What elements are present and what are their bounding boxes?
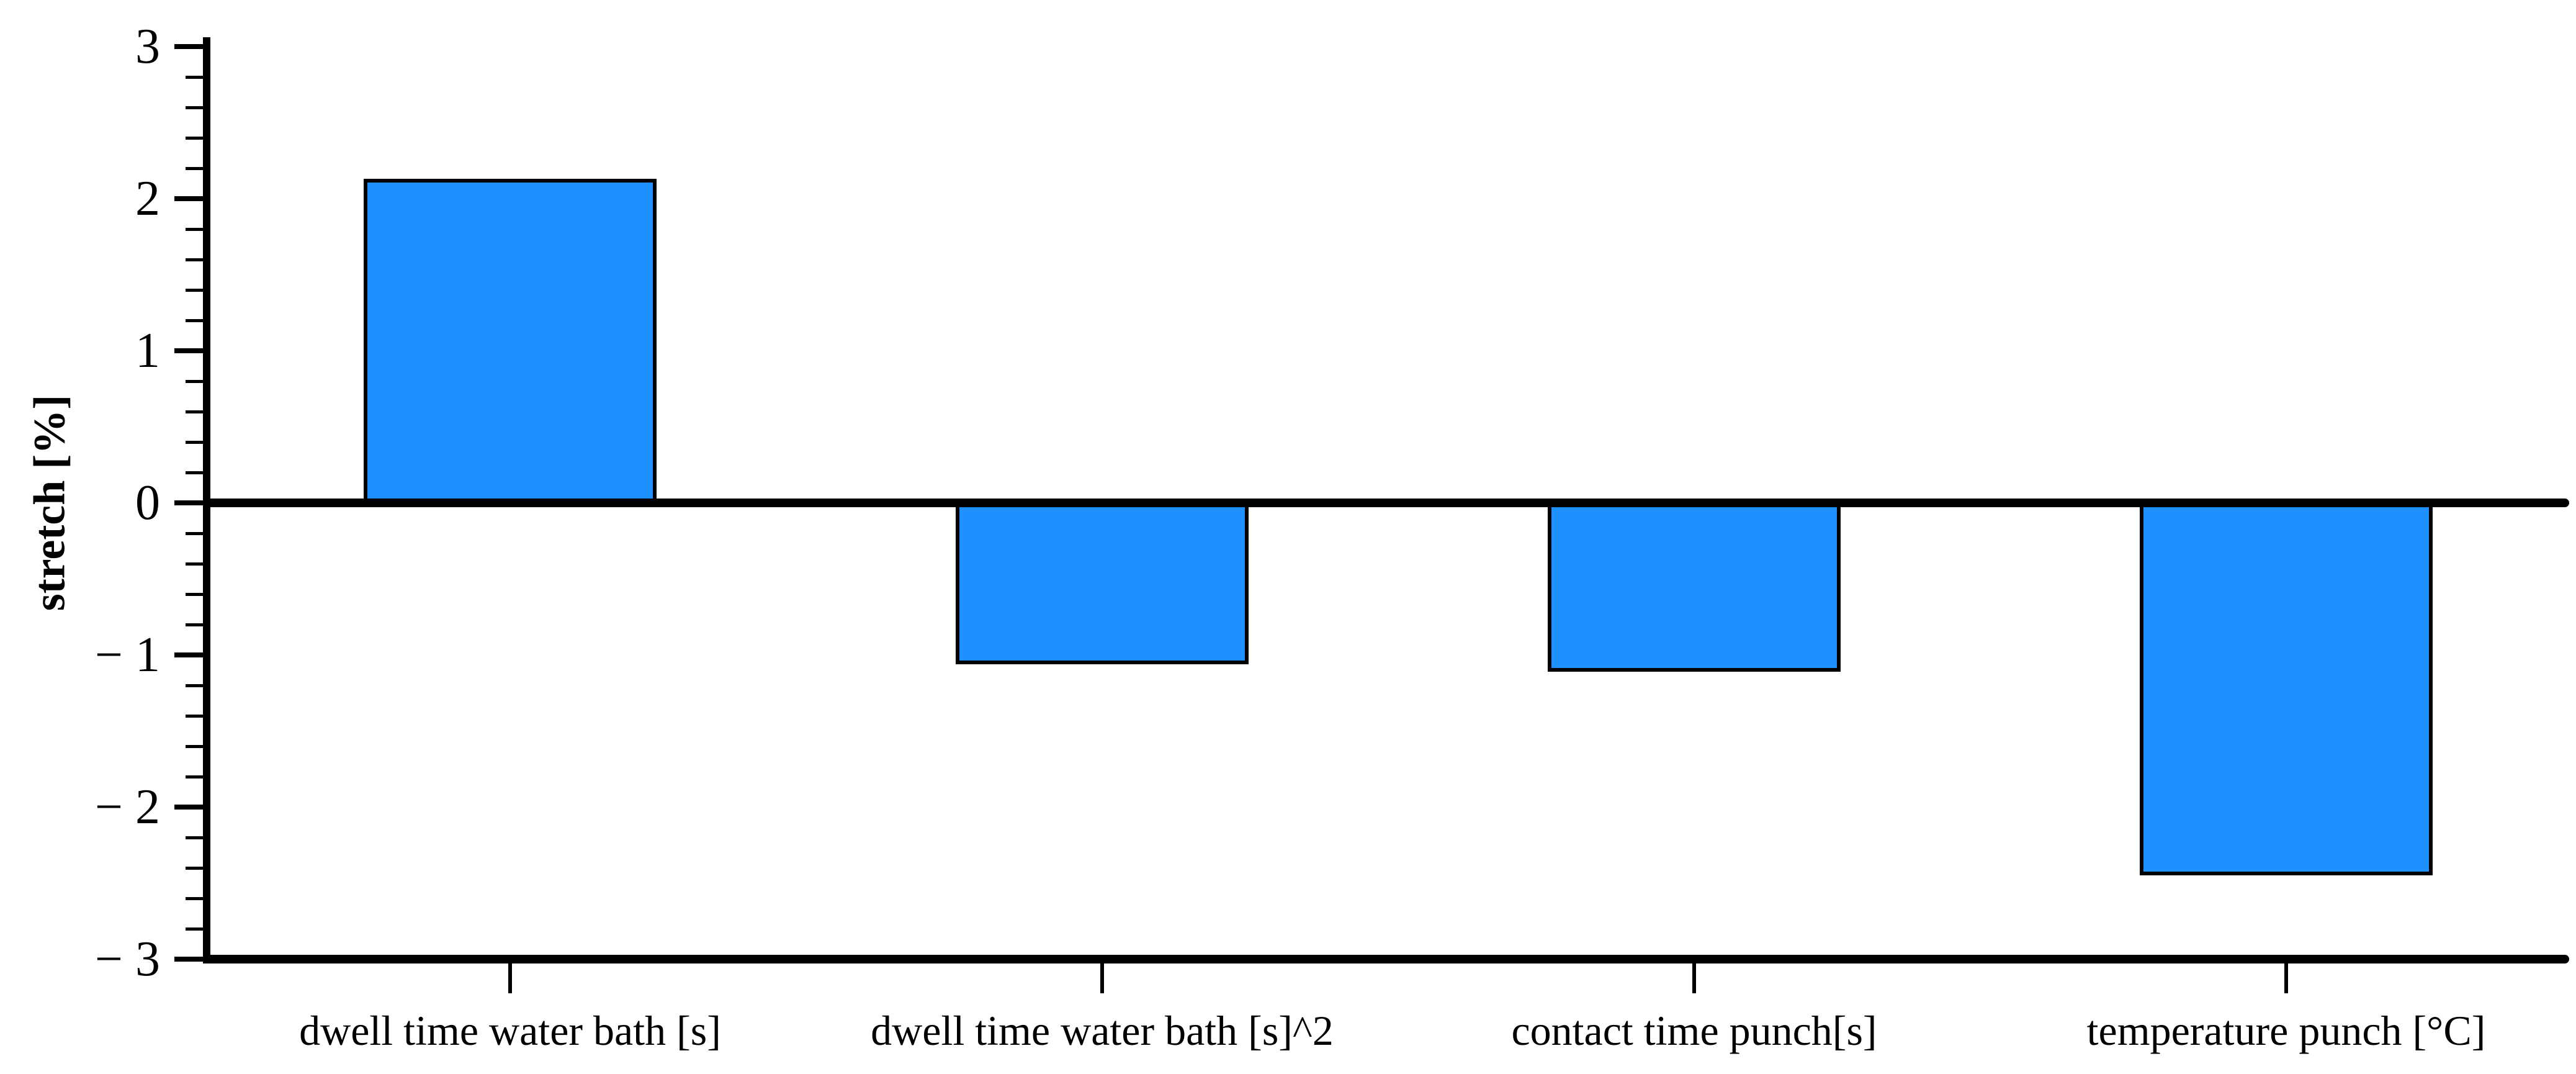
bar (956, 503, 1249, 664)
y-minor-tick (186, 258, 207, 261)
y-tick-label: 2 (135, 171, 160, 226)
y-major-tick (174, 957, 207, 962)
y-minor-tick (186, 562, 207, 566)
x-tick (508, 963, 512, 993)
y-minor-tick (186, 744, 207, 748)
x-tick-label: dwell time water bath [s] (299, 1007, 721, 1054)
zero-line (203, 499, 2569, 507)
x-tick (2284, 963, 2288, 993)
y-minor-tick (186, 136, 207, 140)
bar (1548, 503, 1841, 672)
y-minor-tick (186, 227, 207, 231)
bar (364, 179, 657, 503)
y-tick-label: − 2 (94, 780, 160, 834)
bar (2140, 503, 2433, 876)
y-tick-label: − 3 (94, 932, 160, 986)
y-tick-label: 1 (135, 323, 160, 378)
y-minor-tick (186, 75, 207, 79)
y-minor-tick (186, 379, 207, 383)
y-minor-tick (186, 896, 207, 900)
y-minor-tick (186, 106, 207, 109)
y-minor-tick (186, 440, 207, 444)
y-tick-label: 3 (135, 19, 160, 74)
y-major-tick (174, 805, 207, 810)
y-minor-tick (186, 166, 207, 170)
y-minor-tick (186, 318, 207, 322)
x-tick (1692, 963, 1696, 993)
y-minor-tick (186, 288, 207, 292)
y-minor-tick (186, 714, 207, 718)
y-minor-tick (186, 866, 207, 870)
y-major-tick (174, 652, 207, 657)
y-minor-tick (186, 684, 207, 687)
y-major-tick (174, 44, 207, 49)
x-tick (1100, 963, 1104, 993)
y-tick-label: − 1 (94, 628, 160, 682)
y-minor-tick (186, 836, 207, 839)
y-minor-tick (186, 775, 207, 778)
y-minor-tick (186, 592, 207, 596)
y-minor-tick (186, 623, 207, 626)
y-minor-tick (186, 927, 207, 931)
x-tick-label: dwell time water bath [s]^2 (871, 1007, 1334, 1054)
y-major-tick (174, 348, 207, 353)
y-major-tick (174, 500, 207, 505)
y-minor-tick (186, 410, 207, 413)
x-tick-label: contact time punch[s] (1511, 1007, 1877, 1054)
x-tick-label: temperature punch [°C] (2086, 1007, 2486, 1054)
y-tick-label: 0 (135, 476, 160, 530)
y-minor-tick (186, 531, 207, 535)
y-major-tick (174, 196, 207, 201)
x-axis-spine (203, 955, 2569, 963)
y-minor-tick (186, 471, 207, 474)
